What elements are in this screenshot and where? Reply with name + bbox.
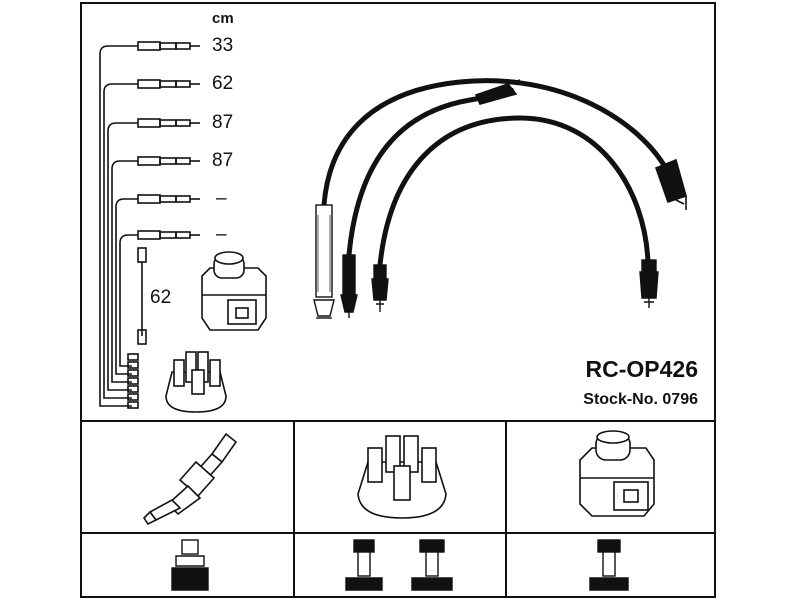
cable-2	[346, 87, 516, 256]
length-3: 87	[212, 112, 234, 133]
cable-1	[321, 78, 671, 206]
plug-boot-icon	[340, 254, 358, 318]
wire-6	[119, 234, 138, 367]
cable-3	[377, 115, 651, 266]
length-1: 33	[212, 35, 234, 56]
plug-terminal-icon	[171, 539, 209, 591]
cap-terminal-icon	[345, 539, 383, 591]
coil-end-connector-icon	[474, 79, 521, 105]
spark-plug-icon	[142, 432, 238, 526]
wire-5	[115, 198, 138, 375]
connector-icon	[137, 118, 200, 128]
distributor-cap-large-icon	[357, 435, 447, 519]
wire-4	[111, 160, 138, 383]
ignition-coil-large-icon	[579, 430, 655, 517]
wire-3	[107, 122, 138, 391]
distributor-terminal-icons	[127, 353, 139, 409]
coil-connector-icon	[137, 247, 147, 345]
boot-icon	[654, 158, 687, 210]
connector-icon	[137, 230, 200, 240]
connector-icon	[137, 79, 200, 89]
part-number: RC-OP426	[585, 356, 698, 382]
plug-boot-icon	[371, 264, 389, 312]
diagram-frame	[80, 2, 716, 598]
cable-set	[313, 78, 687, 319]
unit-label: cm	[212, 10, 234, 27]
length-6: –	[216, 224, 227, 245]
length-2: 62	[212, 73, 234, 94]
divider-col-1	[293, 420, 295, 598]
length-4: 87	[212, 150, 234, 171]
distributor-cap-icon	[165, 351, 227, 413]
coil-lead-length: 62	[150, 287, 172, 308]
plug-boot-tube-icon	[313, 204, 335, 319]
connector-icon	[137, 156, 200, 166]
coil-terminal-icon	[589, 539, 629, 591]
length-5: –	[216, 188, 227, 209]
wire-2	[103, 83, 138, 399]
stock-number: Stock-No. 0796	[583, 391, 698, 408]
connector-icon	[137, 194, 200, 204]
connector-icons	[127, 41, 200, 409]
plug-boot-icon	[639, 259, 659, 308]
divider-bottom	[80, 532, 716, 534]
divider-col-2	[505, 420, 507, 598]
cap-terminal-icon	[411, 539, 453, 591]
wire-1	[99, 45, 138, 407]
wire-schematic	[99, 45, 143, 407]
divider-top	[80, 420, 716, 422]
connector-icon	[137, 41, 200, 51]
ignition-coil-icon	[201, 251, 267, 331]
terminal-profiles	[171, 539, 629, 591]
